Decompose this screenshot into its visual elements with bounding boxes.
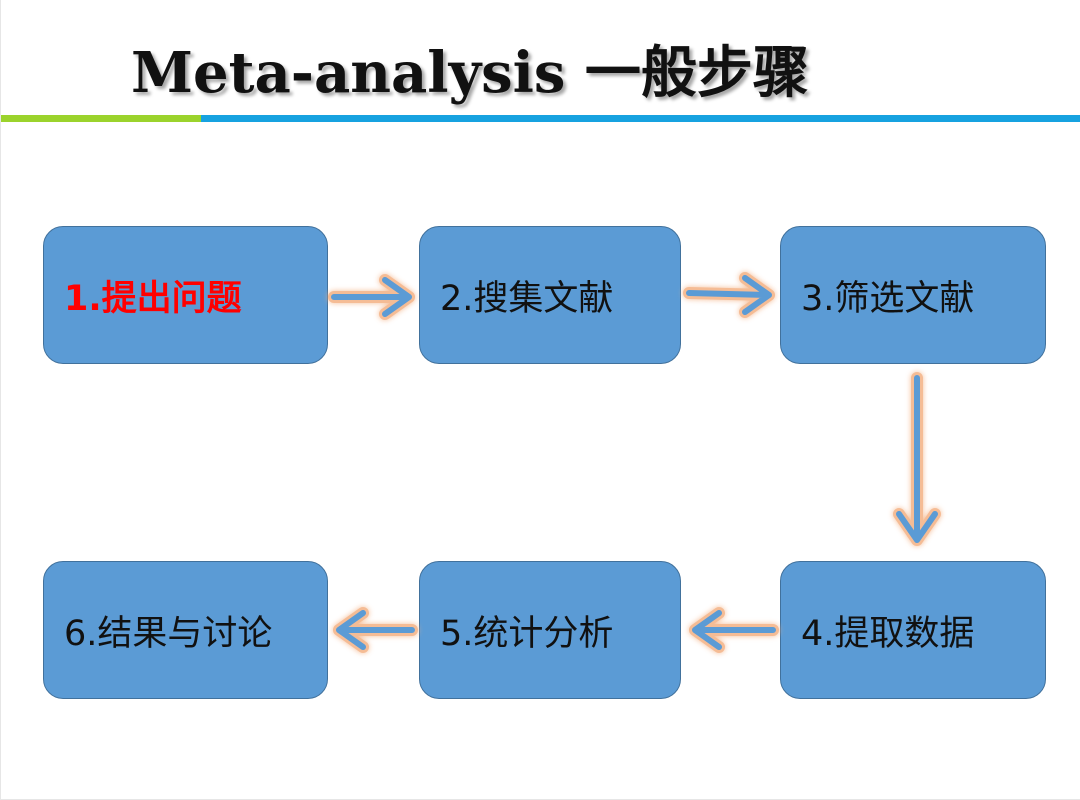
step-1-box: 1.提出问题	[43, 226, 328, 364]
slide-title: Meta-analysis 一般步骤	[131, 40, 809, 106]
arrow-4-to-5	[689, 607, 779, 653]
step-4-box: 4.提取数据	[780, 561, 1046, 699]
title-rule-blue	[201, 115, 1080, 122]
arrow-2-to-3	[683, 272, 775, 318]
arrow-3-to-4	[893, 372, 941, 546]
step-5-box: 5.统计分析	[419, 561, 681, 699]
step-6-box: 6.结果与讨论	[43, 561, 328, 699]
arrow-1-to-2	[328, 274, 415, 320]
arrow-5-to-6	[333, 607, 418, 653]
step-3-box: 3.筛选文献	[780, 226, 1046, 364]
step-2-box: 2.搜集文献	[419, 226, 681, 364]
title-rule-green	[1, 115, 201, 122]
